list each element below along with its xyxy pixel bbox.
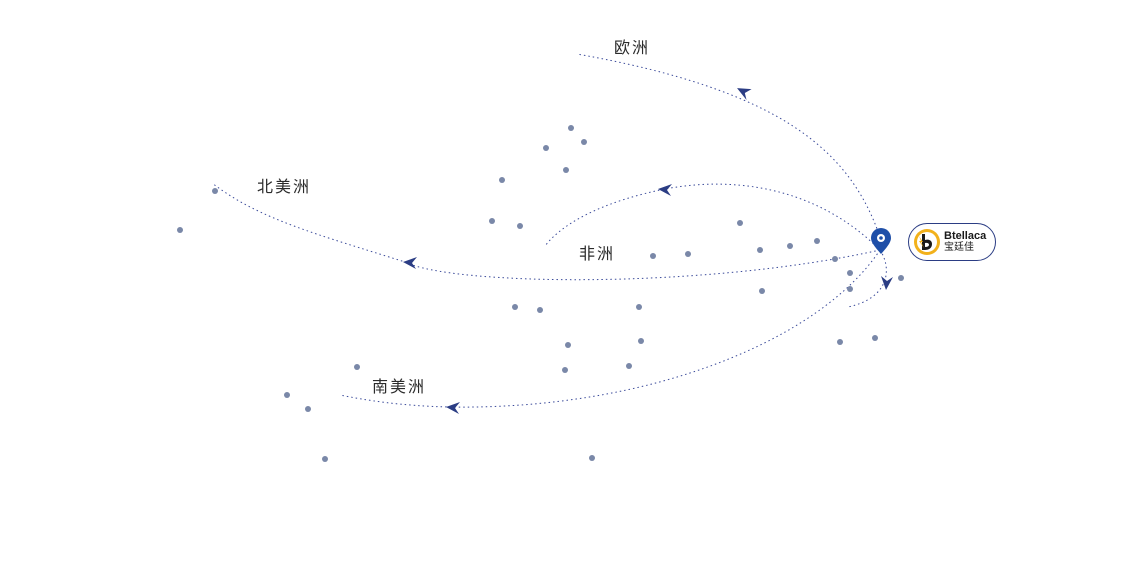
location-dot — [685, 251, 691, 257]
route-local — [847, 249, 887, 308]
location-dot — [284, 392, 290, 398]
location-dot — [847, 270, 853, 276]
arrowheads — [403, 88, 893, 414]
arrowhead-icon — [446, 402, 460, 414]
location-dot — [832, 256, 838, 262]
location-dot — [537, 307, 543, 313]
route-north-america — [211, 182, 881, 281]
location-dot — [814, 238, 820, 244]
routes — [211, 53, 887, 408]
location-dot — [563, 167, 569, 173]
location-dot — [305, 406, 311, 412]
location-dot — [565, 342, 571, 348]
location-dot — [589, 455, 595, 461]
region-label-africa: 非洲 — [579, 244, 616, 263]
location-dot — [177, 227, 183, 233]
location-dot — [354, 364, 360, 370]
location-dot — [322, 456, 328, 462]
location-dots — [177, 125, 904, 462]
arrowhead-icon — [658, 184, 672, 196]
region-label-north-america: 北美洲 — [257, 177, 312, 196]
location-dot — [638, 338, 644, 344]
location-dot — [499, 177, 505, 183]
brand-name-en: Btellaca — [944, 230, 987, 242]
region-label-europe: 欧洲 — [614, 38, 651, 57]
location-dot — [581, 139, 587, 145]
location-dot — [212, 188, 218, 194]
location-dot — [787, 243, 793, 249]
arrowhead-icon — [737, 88, 752, 101]
location-dot — [512, 304, 518, 310]
location-dot — [489, 218, 495, 224]
region-label-south-america: 南美洲 — [372, 377, 427, 396]
brand-name-cn: 宝廷佳 — [944, 242, 974, 253]
location-pin-icon — [871, 228, 891, 254]
location-dot — [737, 220, 743, 226]
location-dot — [872, 335, 878, 341]
brand-badge: Btellaca 宝廷佳 — [908, 223, 996, 261]
location-dot — [517, 223, 523, 229]
route-europe — [576, 53, 881, 238]
location-dot — [757, 247, 763, 253]
location-dot — [562, 367, 568, 373]
location-dot — [568, 125, 574, 131]
location-dot — [759, 288, 765, 294]
location-dot — [837, 339, 843, 345]
location-dot — [636, 304, 642, 310]
arrowhead-icon — [403, 257, 417, 269]
brand-logo-icon — [914, 229, 940, 255]
location-dot — [898, 275, 904, 281]
location-dot — [626, 363, 632, 369]
arrowhead-icon — [881, 276, 893, 290]
location-dot — [847, 286, 853, 292]
brand-text: Btellaca 宝廷佳 — [944, 231, 986, 253]
location-dot — [650, 253, 656, 259]
location-dot — [543, 145, 549, 151]
